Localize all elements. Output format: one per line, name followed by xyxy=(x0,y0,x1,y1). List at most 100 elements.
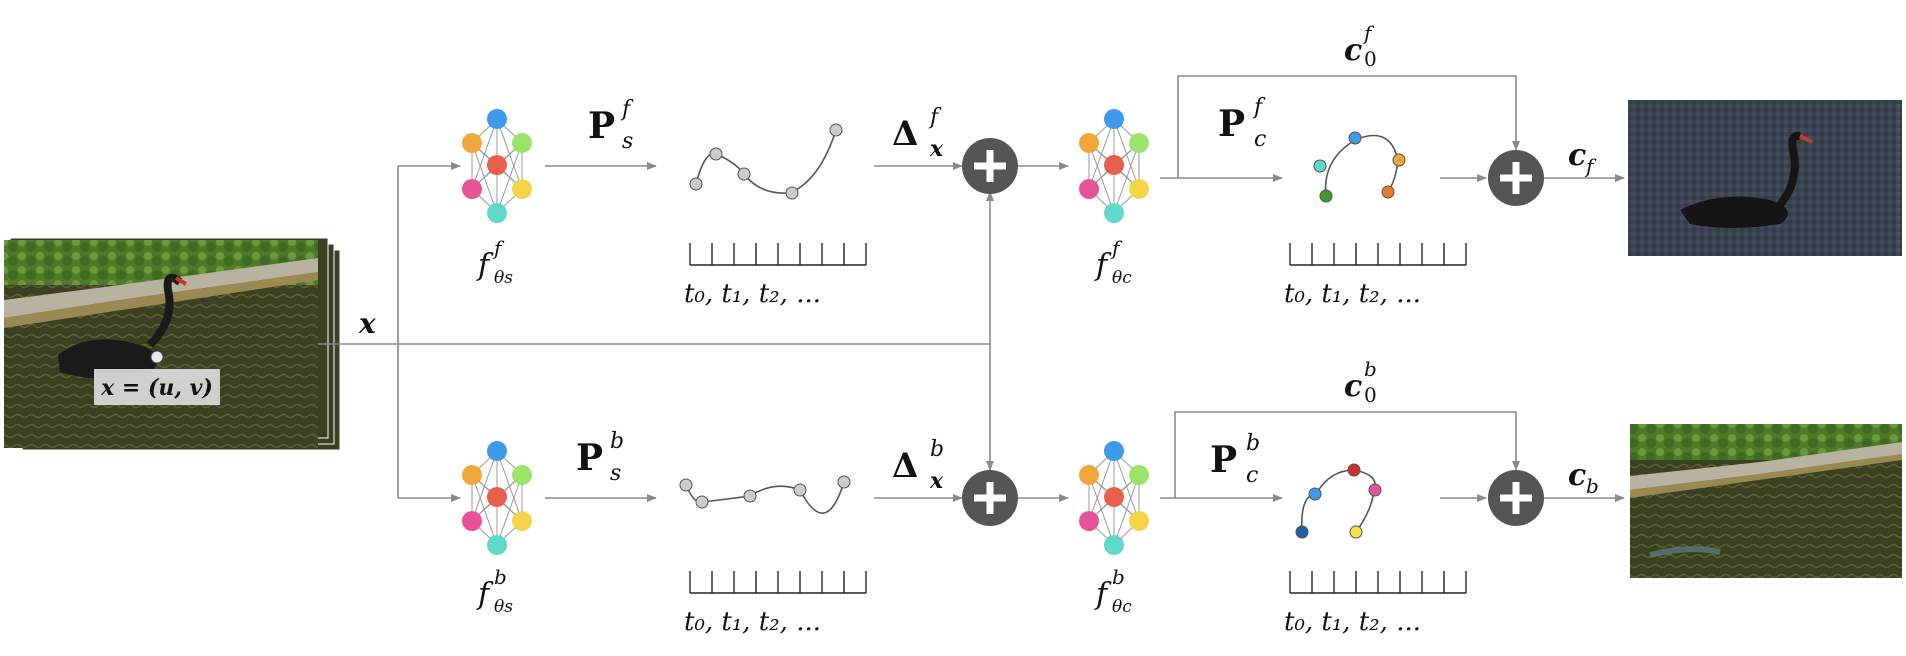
delta-fg-label: Δ f x xyxy=(892,105,944,162)
svg-text:f: f xyxy=(620,97,634,122)
svg-text:c: c xyxy=(1246,463,1258,488)
color-curve-fg xyxy=(1313,131,1406,203)
trajectory-s-fg xyxy=(689,123,843,200)
svg-text:c: c xyxy=(1254,127,1266,152)
point-label: x = (u, v) xyxy=(100,375,213,401)
svg-text:b: b xyxy=(610,429,624,454)
time-label-c-bg: t₀, t₁, t₂, ... xyxy=(1284,607,1421,637)
mlp-node-lower-left xyxy=(1079,179,1099,199)
mlp-node-center xyxy=(487,487,507,507)
mlp-node-bottom xyxy=(1104,535,1124,555)
mlp-s-bg-sup: b xyxy=(494,565,507,589)
time-axis-s-bg xyxy=(689,571,867,594)
out-bg-label: c b xyxy=(1568,458,1599,498)
mlp-s-fg-sub: θs xyxy=(494,268,513,288)
out-fg-label: c f xyxy=(1568,138,1597,178)
mlp-c-bg-sub: θc xyxy=(1112,597,1132,617)
c0-fg-label: c f 0 xyxy=(1344,21,1377,71)
svg-text:P: P xyxy=(1218,103,1245,145)
P-c-bg-label: P b c xyxy=(1210,431,1260,488)
svg-text:c: c xyxy=(1344,369,1362,404)
time-label-c-fg: t₀, t₁, t₂, ... xyxy=(1284,279,1421,309)
svg-text:f: f xyxy=(1362,21,1375,45)
time-label-s-bg: t₀, t₁, t₂, ... xyxy=(684,607,821,637)
svg-text:x: x xyxy=(929,468,944,494)
mlp-node-upper-right xyxy=(1129,133,1149,153)
mlp-node-bottom xyxy=(487,535,507,555)
svg-text:P: P xyxy=(576,437,603,479)
mlp-node-lower-right xyxy=(512,511,532,531)
foreground-branch: f f θs P f s t₀, t₁, t₂, ... Δ f x xyxy=(462,21,1902,309)
svg-text:0: 0 xyxy=(1364,47,1377,71)
plus-node-fg-1 xyxy=(962,138,1018,194)
mlp-node-lower-right xyxy=(1129,179,1149,199)
mlp-node-lower-left xyxy=(462,511,482,531)
mlp-s-fg-sup: f xyxy=(492,236,505,260)
svg-text:b: b xyxy=(1364,357,1377,381)
c0-bg-label: c b 0 xyxy=(1344,357,1377,407)
background-output-image xyxy=(1630,424,1902,578)
plus-node-fg-2 xyxy=(1488,150,1544,206)
trajectory-s-bg xyxy=(679,475,851,514)
mlp-node-top xyxy=(1104,441,1124,461)
svg-text:s: s xyxy=(622,129,633,154)
mlp-node-bottom xyxy=(487,203,507,223)
mlp-s-fg-label: f xyxy=(476,248,494,283)
svg-text:b: b xyxy=(1246,431,1260,456)
svg-text:f: f xyxy=(1252,95,1266,120)
input-video-frames: x = (u, v) xyxy=(4,237,341,451)
mlp-c-background xyxy=(1079,441,1149,555)
delta-bg-label: Δ b x xyxy=(892,437,944,494)
mlp-c-fg-sub: θc xyxy=(1112,268,1132,288)
mlp-node-center xyxy=(1104,155,1124,175)
mlp-node-top xyxy=(1104,109,1124,129)
svg-text:c: c xyxy=(1568,458,1586,493)
time-label-s-fg: t₀, t₁, t₂, ... xyxy=(684,279,821,309)
svg-text:P: P xyxy=(588,105,615,147)
input-frame-photo: x = (u, v) xyxy=(4,240,318,448)
mlp-s-bg-label: f xyxy=(476,577,494,612)
mlp-node-upper-right xyxy=(512,465,532,485)
plus-bar-v xyxy=(986,482,994,514)
mlp-node-lower-left xyxy=(462,179,482,199)
svg-text:c: c xyxy=(1568,138,1586,173)
mlp-c-bg-sup: b xyxy=(1112,565,1125,589)
plus-bar-v xyxy=(986,150,994,182)
svg-text:x: x xyxy=(929,136,944,162)
P-s-bg-label: P b s xyxy=(576,429,624,486)
svg-text:b: b xyxy=(930,437,944,462)
mlp-node-center xyxy=(487,155,507,175)
mlp-c-bg-label: f xyxy=(1094,577,1112,612)
mlp-node-upper-left xyxy=(462,465,482,485)
mlp-node-upper-left xyxy=(1079,133,1099,153)
foreground-output-image xyxy=(1628,100,1902,256)
svg-text:Δ: Δ xyxy=(892,114,918,154)
svg-text:P: P xyxy=(1210,439,1237,481)
mlp-node-top xyxy=(487,441,507,461)
P-c-fg-label: P f c xyxy=(1218,95,1266,152)
point-label-box xyxy=(94,369,220,405)
mlp-s-foreground xyxy=(462,109,532,223)
svg-text:c: c xyxy=(1344,33,1362,68)
mlp-node-center xyxy=(1104,487,1124,507)
mlp-node-bottom xyxy=(1104,203,1124,223)
mlp-node-upper-left xyxy=(1079,465,1099,485)
svg-text:b: b xyxy=(1586,474,1599,498)
query-point xyxy=(150,350,164,364)
mlp-node-upper-right xyxy=(1129,465,1149,485)
time-axis-c-fg xyxy=(1289,243,1467,266)
mlp-c-fg-label: f xyxy=(1094,248,1112,283)
background-branch: f b θs P b s t₀, t₁, t₂, ... Δ b x f xyxy=(462,357,1902,637)
color-curve-bg xyxy=(1295,463,1382,539)
plus-bar-v xyxy=(1512,162,1520,194)
svg-text:Δ: Δ xyxy=(892,446,918,486)
svg-text:s: s xyxy=(610,461,621,486)
mlp-s-background xyxy=(462,441,532,555)
plus-node-bg-1 xyxy=(962,470,1018,526)
mlp-node-top xyxy=(487,109,507,129)
mlp-node-upper-left xyxy=(462,133,482,153)
svg-text:f: f xyxy=(928,105,942,130)
mlp-c-foreground xyxy=(1079,109,1149,223)
mlp-c-fg-sup: f xyxy=(1110,236,1123,260)
